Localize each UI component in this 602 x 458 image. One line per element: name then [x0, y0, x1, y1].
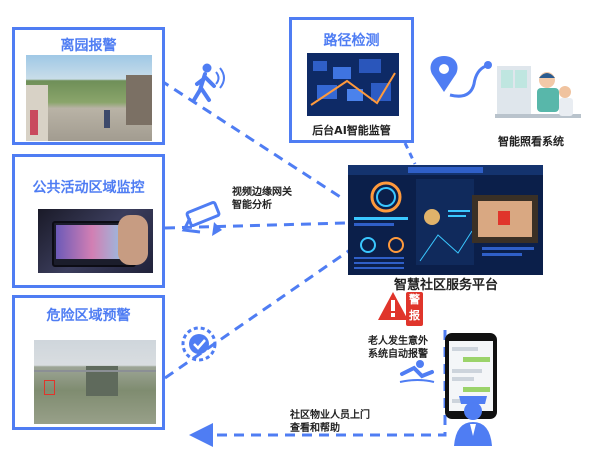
card-public-area: 公共活动区域监控	[12, 154, 165, 288]
staff-label-2: 查看和帮助	[290, 423, 340, 434]
video-gateway-label-2: 智能分析	[232, 200, 272, 211]
card-public-area-title: 公共活动区域监控	[32, 180, 145, 196]
card-danger-zone-title: 危险区域预警	[46, 308, 131, 324]
public-area-photo	[38, 209, 153, 273]
path-detection-map	[307, 53, 399, 116]
line-danger-to-platform	[164, 248, 351, 380]
card-leave-yard-title: 离园报警	[60, 38, 117, 54]
line-public-area-to-platform	[164, 221, 346, 230]
card-path-detection: 路径检测 后台AI智能监管	[289, 17, 414, 143]
danger-zone-photo	[34, 340, 156, 424]
elder-alert-label-1: 老人发生意外	[368, 336, 428, 347]
smart-care-label: 智能照看系统	[498, 135, 564, 148]
caregiver-illustration	[495, 62, 581, 130]
path-detection-caption: 后台AI智能监管	[312, 124, 391, 137]
card-leave-yard: 离园报警	[12, 27, 165, 145]
card-danger-zone: 危险区域预警	[12, 295, 165, 430]
leave-yard-photo	[26, 55, 152, 141]
line-leave-yard-to-platform	[159, 78, 346, 202]
platform-label: 智慧社区服务平台	[394, 278, 499, 293]
platform-dashboard	[348, 165, 543, 275]
line-path-to-platform	[403, 142, 417, 165]
card-path-detection-title: 路径检测	[323, 33, 380, 49]
staff-label-1: 社区物业人员上门	[290, 410, 370, 421]
alert-badge: 警报	[406, 292, 423, 326]
video-gateway-label-1: 视频边缘网关	[232, 187, 292, 198]
elder-alert-label-2: 系统自动报警	[368, 349, 428, 360]
alert-badge-text: 警报	[409, 293, 420, 322]
